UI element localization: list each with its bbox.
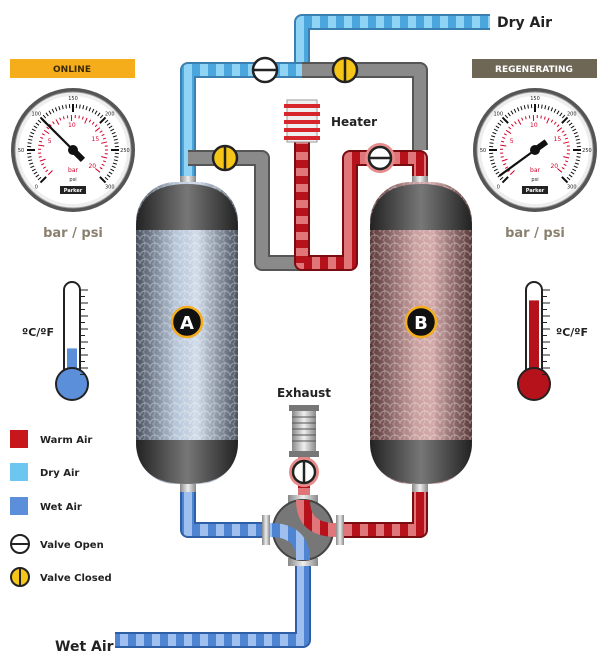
legend-warm-air: Warm Air bbox=[40, 435, 92, 446]
gauge-a-bar-label: bar bbox=[68, 167, 78, 174]
legend: Warm Air Dry Air Wet Air Valve Open Valv… bbox=[10, 430, 112, 587]
wet-air-inlet-pipe bbox=[115, 560, 311, 648]
gauge-a-psi-tick: 100 bbox=[31, 111, 41, 117]
gauge-b-bar-tick: 20 bbox=[550, 163, 558, 170]
gauge-a-psi-tick: 300 bbox=[105, 185, 115, 191]
gauge-b-bar-tick: 5 bbox=[510, 138, 514, 145]
gauge-b-psi-tick: 200 bbox=[567, 111, 577, 117]
gauge-b-psi-tick: 250 bbox=[582, 148, 592, 154]
gauge-b-brand-logo: Parker bbox=[526, 188, 545, 194]
gauge-b-bar-label: bar bbox=[530, 167, 540, 174]
exhaust: Exhaust bbox=[277, 386, 331, 497]
gauge-a-bar-tick: 15 bbox=[92, 136, 100, 143]
wet-air-label: Wet Air bbox=[55, 639, 114, 655]
exhaust-label: Exhaust bbox=[277, 386, 331, 400]
bottom-left-pipe bbox=[180, 485, 270, 538]
valve-open-exhaust[interactable] bbox=[289, 457, 319, 487]
gauge-b-psi-tick: 300 bbox=[567, 185, 577, 191]
legend-swatch-dry bbox=[10, 463, 28, 481]
gauge-a-psi-tick: 200 bbox=[105, 111, 115, 117]
bottom-right-pipe bbox=[336, 485, 428, 538]
tower-a-label: A bbox=[180, 313, 194, 334]
legend-wet-air: Wet Air bbox=[40, 502, 82, 513]
gauge-b-psi-tick: 50 bbox=[480, 148, 486, 154]
tower-b: B bbox=[370, 176, 472, 492]
valve-open-top[interactable] bbox=[251, 56, 279, 84]
status-badge-a: ONLINE bbox=[10, 59, 135, 78]
gauge-b-psi-tick: 0 bbox=[497, 185, 500, 191]
legend-swatch-wet bbox=[10, 497, 28, 515]
thermometer-b: ºC/ºF bbox=[517, 281, 588, 401]
tower-a: A bbox=[136, 176, 238, 492]
gauge-a-bar-tick: 5 bbox=[48, 138, 52, 145]
valve-closed-a-regen[interactable] bbox=[211, 144, 239, 172]
svg-text:ONLINE: ONLINE bbox=[53, 65, 91, 75]
gauge-b-psi-tick: 150 bbox=[530, 96, 540, 102]
legend-valve-closed: Valve Closed bbox=[40, 573, 112, 584]
heater: Heater bbox=[284, 99, 377, 143]
legend-swatch-warm bbox=[10, 430, 28, 448]
dry-air-label: Dry Air bbox=[497, 15, 552, 31]
valve-closed-top[interactable] bbox=[331, 56, 359, 84]
gauge-unit-a: bar / psi bbox=[43, 226, 103, 241]
temp-unit-a: ºC/ºF bbox=[22, 326, 54, 339]
thermometer-a: ºC/ºF bbox=[22, 281, 89, 401]
gauge-b-bar-tick: 10 bbox=[530, 122, 538, 129]
gauge-a-bar-tick: 20 bbox=[88, 163, 96, 170]
valve-open-icon bbox=[10, 534, 30, 554]
gauge-a-bar-tick: 10 bbox=[68, 122, 76, 129]
gauge-a-psi-tick: 50 bbox=[18, 148, 24, 154]
gauge-a-psi-label: psi bbox=[69, 177, 76, 183]
gauge-a-psi-tick: 250 bbox=[120, 148, 130, 154]
status-badge-b: REGENERATING bbox=[472, 59, 597, 78]
gauge-b-bar-tick: 15 bbox=[554, 136, 562, 143]
valve-open-b-regen[interactable] bbox=[365, 143, 395, 173]
valve-closed-icon bbox=[10, 567, 30, 587]
gauge-unit-b: bar / psi bbox=[505, 226, 565, 241]
gauge-b-psi-label: psi bbox=[531, 177, 538, 183]
heater-label: Heater bbox=[331, 115, 377, 129]
gauge-a-psi-tick: 150 bbox=[68, 96, 78, 102]
temp-unit-b: ºC/ºF bbox=[556, 326, 588, 339]
legend-valve-open: Valve Open bbox=[40, 540, 104, 551]
gauge-a-brand-logo: Parker bbox=[64, 188, 83, 194]
svg-text:REGENERATING: REGENERATING bbox=[495, 65, 573, 75]
tower-b-label: B bbox=[414, 313, 428, 334]
legend-dry-air: Dry Air bbox=[40, 468, 79, 479]
gauge-b-psi-tick: 100 bbox=[493, 111, 503, 117]
four-way-valve[interactable] bbox=[262, 495, 344, 566]
gauge-a-psi-tick: 0 bbox=[35, 185, 38, 191]
